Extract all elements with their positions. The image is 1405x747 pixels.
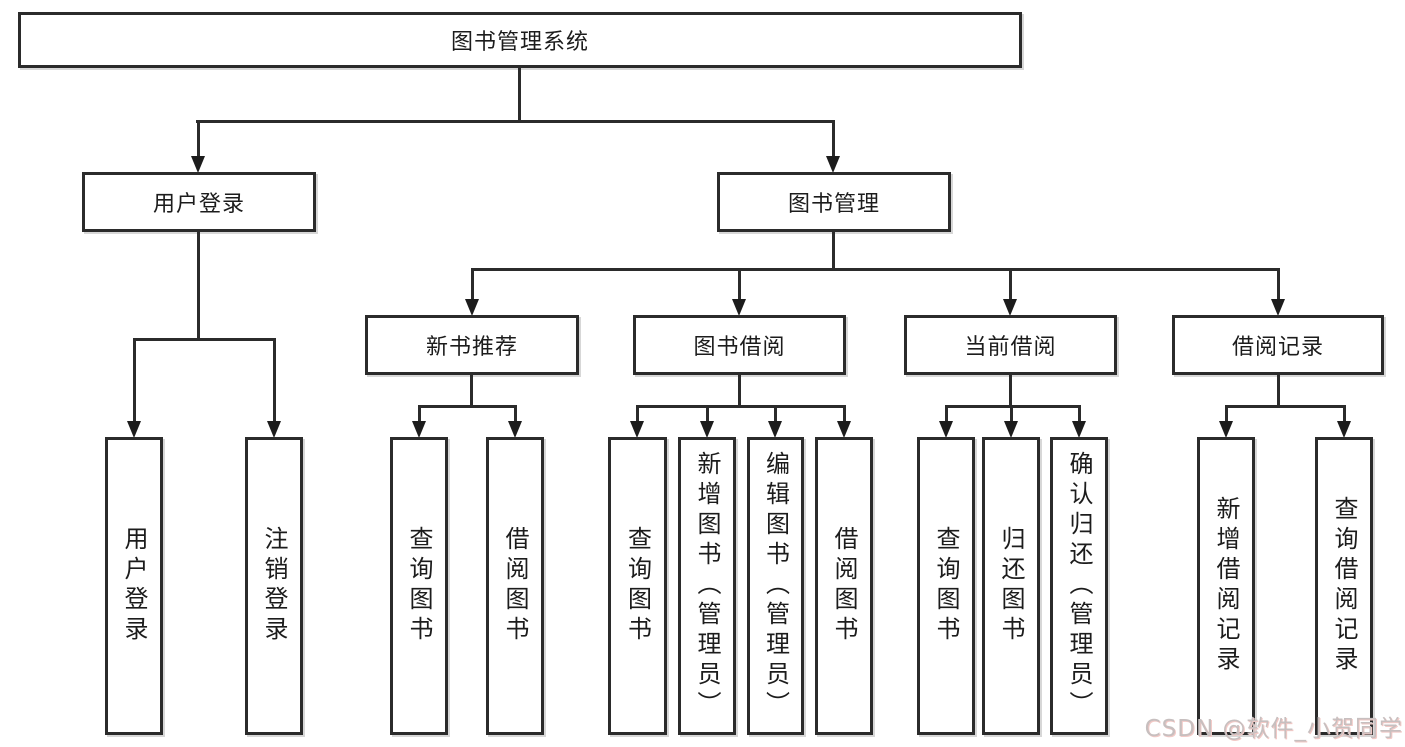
connector-line	[1009, 375, 1012, 405]
connector-line	[1010, 405, 1013, 422]
leaf-confirm-return-admin: 确认归还（管理员）	[1050, 437, 1108, 735]
arrow-down-icon	[939, 421, 953, 438]
node-book-management: 图书管理	[717, 172, 951, 232]
connector-line	[1225, 405, 1228, 422]
arrow-down-icon	[412, 421, 426, 438]
connector-line	[636, 405, 639, 422]
node-library-system: 图书管理系统	[18, 12, 1022, 68]
leaf-query-borrow-record: 查询借阅记录	[1315, 437, 1373, 735]
arrow-down-icon	[267, 421, 281, 438]
leaf-borrow-books-recommend: 借阅图书	[486, 437, 544, 735]
node-current-borrow: 当前借阅	[904, 315, 1117, 375]
node-borrow-records: 借阅记录	[1172, 315, 1384, 375]
connector-line	[706, 405, 709, 422]
connector-line	[470, 375, 473, 405]
arrow-down-icon	[1271, 299, 1285, 316]
arrow-down-icon	[1337, 421, 1351, 438]
connector-line	[1078, 405, 1081, 422]
connector-line	[832, 120, 835, 157]
connector-line	[518, 68, 521, 120]
connector-line	[273, 338, 276, 422]
leaf-query-books-borrow: 查询图书	[608, 437, 667, 735]
connector-line	[1277, 375, 1280, 405]
arrow-down-icon	[768, 421, 782, 438]
connector-line	[196, 120, 834, 123]
leaf-query-books-current: 查询图书	[917, 437, 975, 735]
leaf-add-books-admin: 新增图书（管理员）	[678, 437, 736, 735]
connector-line	[197, 232, 200, 338]
connector-line	[1343, 405, 1346, 422]
connector-line	[418, 405, 421, 422]
leaf-logout: 注销登录	[245, 437, 303, 735]
connector-line	[471, 268, 474, 300]
connector-line	[945, 405, 1081, 408]
node-book-borrow: 图书借阅	[633, 315, 846, 375]
leaf-add-borrow-record: 新增借阅记录	[1197, 437, 1255, 735]
connector-line	[774, 405, 777, 422]
connector-line	[738, 268, 741, 300]
leaf-query-books-recommend: 查询图书	[390, 437, 448, 735]
leaf-user-login: 用户登录	[105, 437, 163, 735]
leaf-edit-books-admin: 编辑图书（管理员）	[747, 437, 804, 735]
arrow-down-icon	[508, 421, 522, 438]
arrow-down-icon	[1072, 421, 1086, 438]
arrow-down-icon	[191, 156, 205, 173]
node-new-book-recommend: 新书推荐	[365, 315, 579, 375]
arrow-down-icon	[1219, 421, 1233, 438]
connector-line	[832, 232, 835, 268]
leaf-borrow-books: 借阅图书	[815, 437, 873, 735]
connector-line	[197, 120, 200, 157]
connector-line	[738, 375, 741, 405]
arrow-down-icon	[1003, 299, 1017, 316]
connector-line	[843, 405, 846, 422]
connector-line	[471, 268, 1280, 271]
arrow-down-icon	[837, 421, 851, 438]
arrow-down-icon	[1004, 421, 1018, 438]
watermark: CSDN @软件_小贺同学	[1144, 716, 1403, 742]
connector-line	[133, 338, 276, 341]
connector-line	[1225, 405, 1346, 408]
arrow-down-icon	[700, 421, 714, 438]
arrow-down-icon	[630, 421, 644, 438]
arrow-down-icon	[465, 299, 479, 316]
connector-line	[1009, 268, 1012, 300]
connector-line	[514, 405, 517, 422]
arrow-down-icon	[732, 299, 746, 316]
connector-line	[636, 405, 846, 408]
arrow-down-icon	[826, 156, 840, 173]
arrow-down-icon	[127, 421, 141, 438]
leaf-return-books: 归还图书	[982, 437, 1040, 735]
connector-line	[418, 405, 517, 408]
connector-line	[1277, 268, 1280, 300]
connector-line	[133, 338, 136, 422]
node-user-login: 用户登录	[82, 172, 316, 232]
connector-line	[945, 405, 948, 422]
